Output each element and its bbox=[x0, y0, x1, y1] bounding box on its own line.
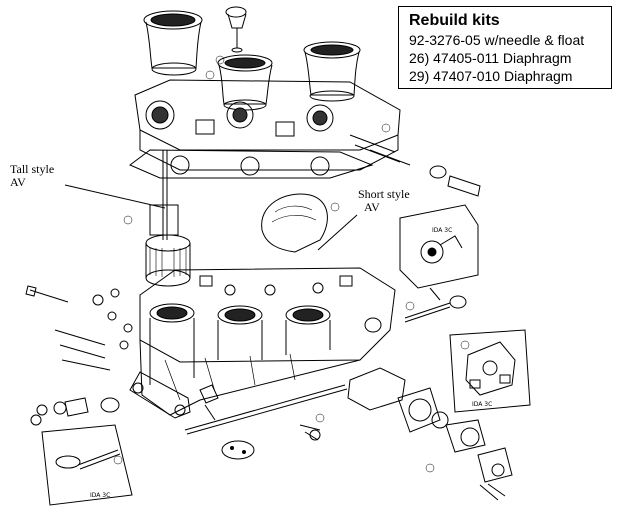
velocity-stack-left bbox=[143, 10, 203, 76]
left-small-parts bbox=[25, 285, 133, 426]
short-style-text: Short style bbox=[358, 187, 410, 201]
rebuild-kits-box: Rebuild kits 92-3276-05 w/needle & float… bbox=[398, 6, 612, 89]
float-cylinder bbox=[145, 234, 191, 287]
inset-top-right bbox=[399, 204, 479, 301]
bottom-small-parts bbox=[199, 384, 321, 460]
kit-line-diaphragm-26: 26) 47405-011 Diaphragm bbox=[409, 50, 572, 66]
inset-bottom-left-label: IDA 3C bbox=[90, 492, 110, 499]
top-screws bbox=[349, 134, 481, 197]
tall-style-av-label: Tall style AV bbox=[10, 163, 54, 189]
inset-middle-right-label: IDA 3C bbox=[472, 401, 492, 408]
tall-style-text: Tall style bbox=[10, 162, 55, 176]
top-gasket bbox=[129, 149, 374, 179]
part-number-callouts bbox=[113, 55, 470, 473]
accelerator-pump-diaphragm bbox=[347, 367, 513, 501]
right-jet-screw bbox=[364, 295, 467, 333]
carburetor-main-body bbox=[139, 267, 396, 416]
top-cap-fitting bbox=[225, 6, 247, 53]
inset-middle-right bbox=[449, 329, 531, 413]
short-av-pointer bbox=[317, 214, 358, 251]
carburetor-top-cover bbox=[134, 79, 401, 171]
throttle-shaft bbox=[184, 384, 348, 435]
short-style-av-label: Short style AV bbox=[358, 188, 410, 214]
rebuild-kits-title: Rebuild kits bbox=[409, 12, 500, 29]
velocity-stack-right bbox=[303, 41, 361, 102]
tall-style-av-text: AV bbox=[10, 175, 26, 189]
short-av-dome bbox=[261, 193, 328, 253]
base-flange bbox=[129, 371, 191, 419]
tall-av-pointer bbox=[64, 184, 166, 209]
velocity-stack-middle bbox=[217, 54, 273, 111]
kit-line-diaphragm-29: 29) 47407-010 Diaphragm bbox=[409, 68, 573, 84]
inset-bottom-left bbox=[41, 424, 133, 506]
short-style-av-text: AV bbox=[364, 200, 380, 214]
inset-top-right-label: IDA 3C bbox=[432, 227, 452, 234]
kit-line-needle-float: 92-3276-05 w/needle & float bbox=[409, 32, 585, 48]
tall-av-needle bbox=[149, 150, 179, 240]
